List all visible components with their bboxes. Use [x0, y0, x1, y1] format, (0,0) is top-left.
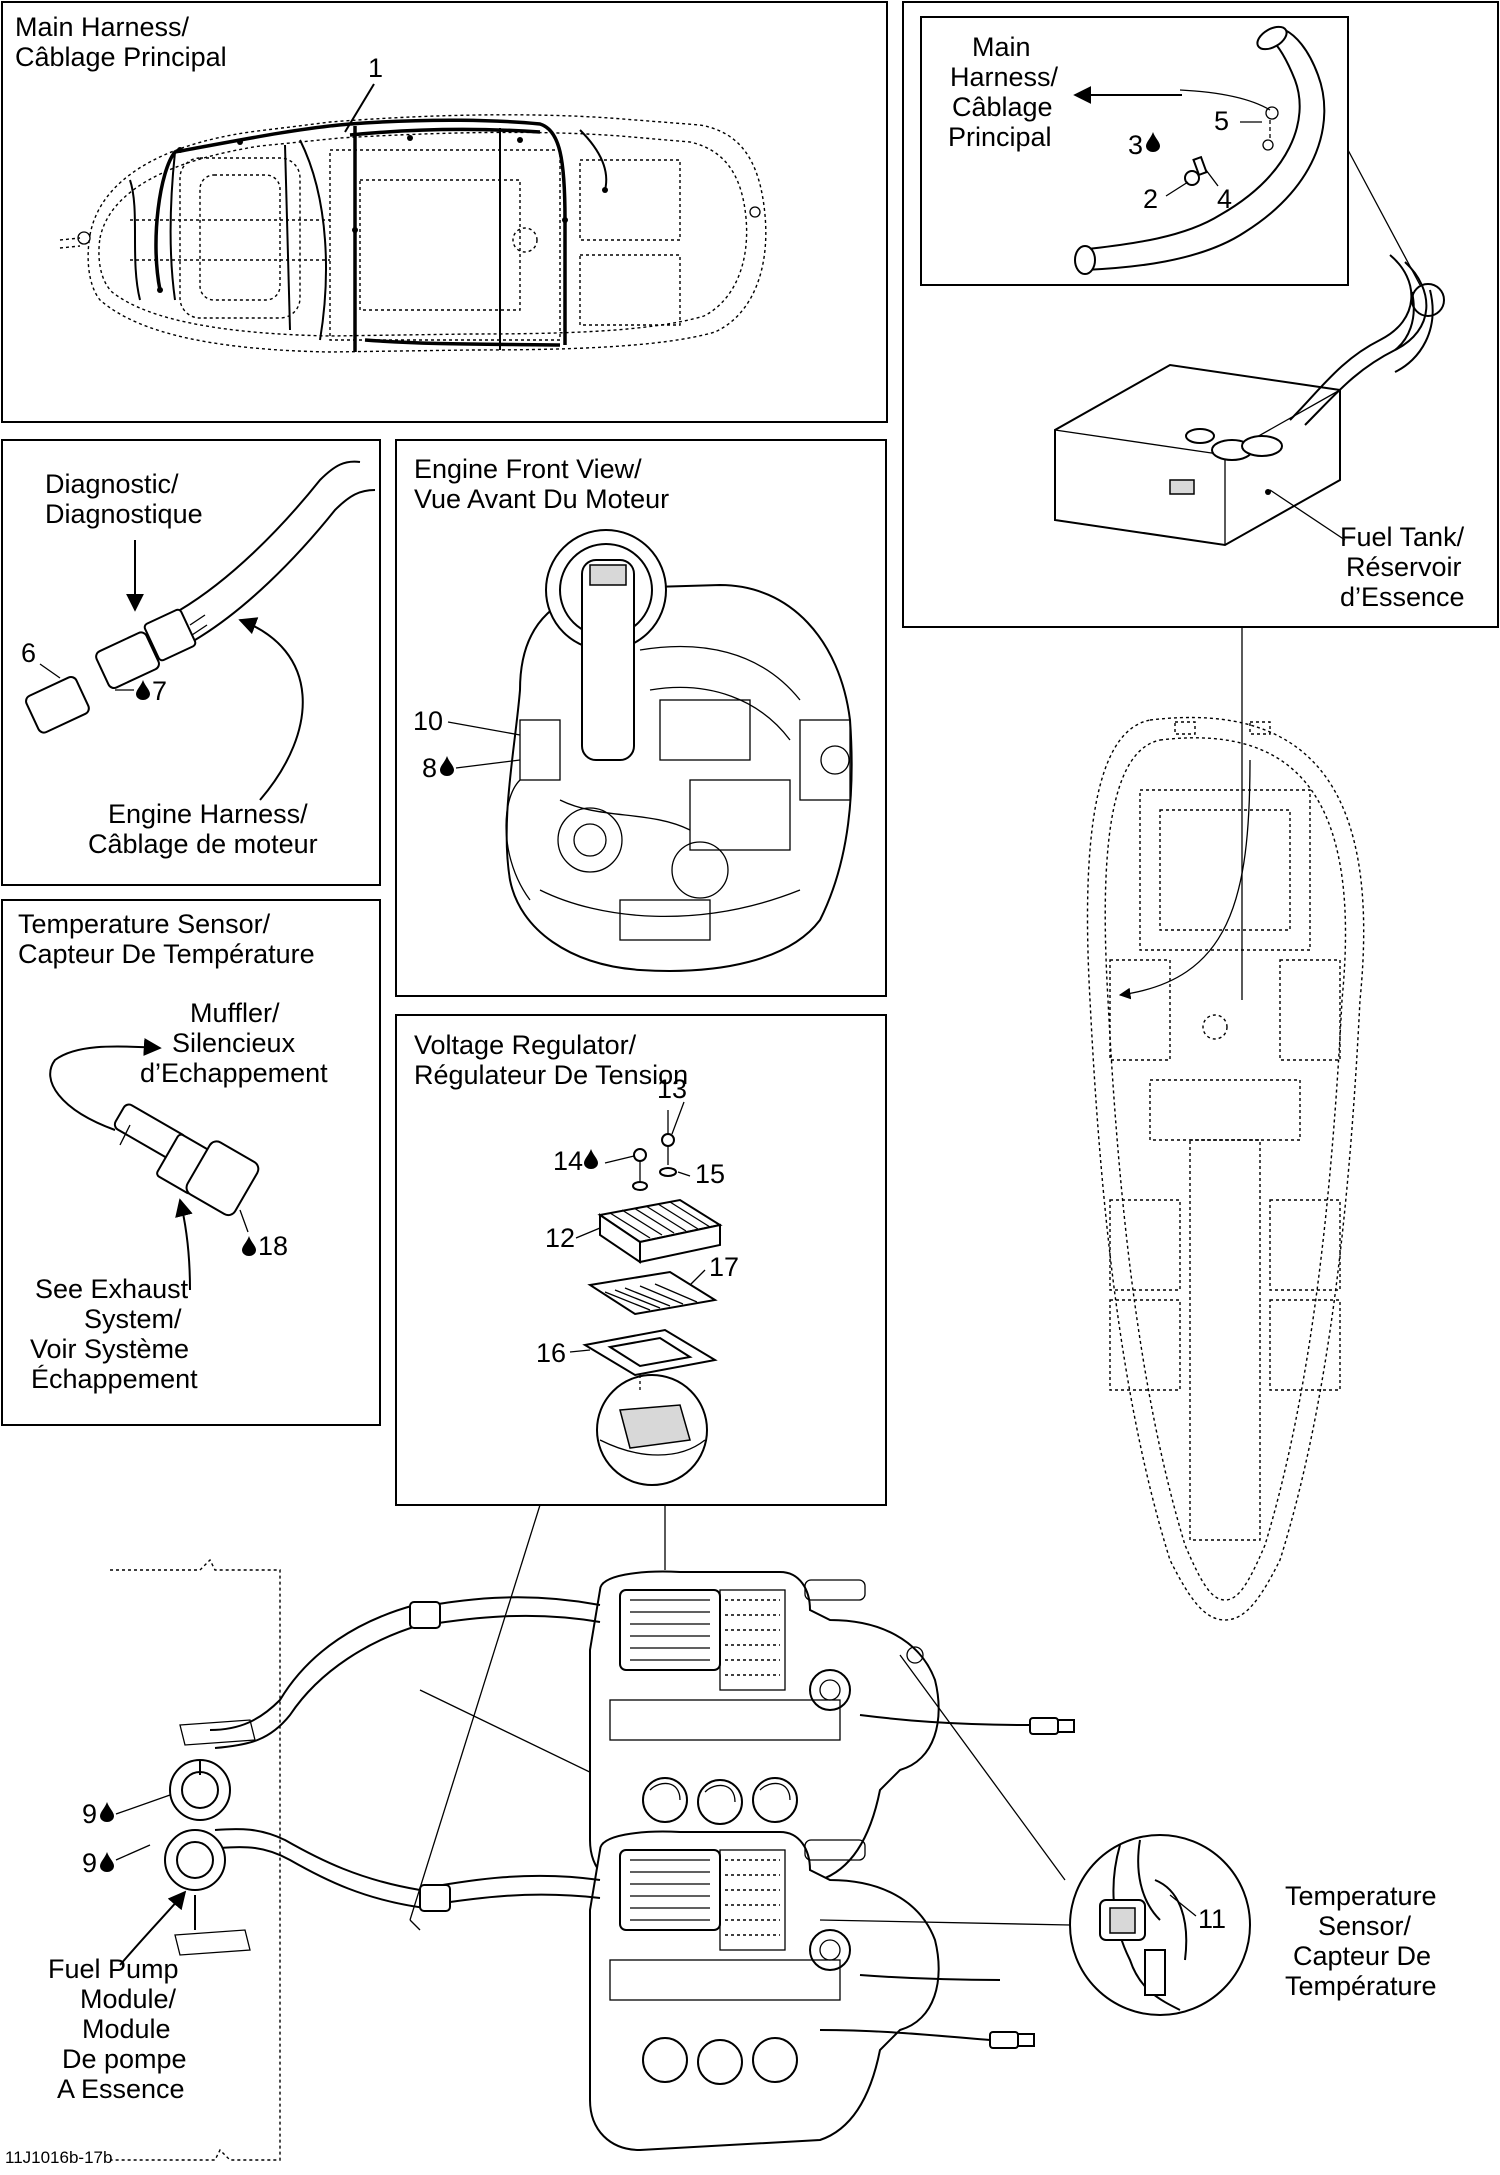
callout-1: 1 — [368, 53, 383, 83]
boat-top-view — [1086, 628, 1365, 1621]
muffler-label-2: Silencieux — [172, 1028, 296, 1058]
temperature-sensor-panel: Temperature Sensor/ Capteur De Températu… — [1, 899, 381, 1426]
fuel-pump-label-1: Fuel Pump — [48, 1954, 179, 1984]
voltage-regulator-panel: Voltage Regulator/ Régulateur De Tension… — [395, 1014, 887, 1506]
engine-upper — [589, 1570, 1075, 1917]
bottom-temp-sensor-label-3: Capteur De — [1293, 1941, 1431, 1971]
callout-9-upper: 9 — [82, 1799, 97, 1829]
callout-10: 10 — [413, 706, 443, 736]
voltage-regulator-title-2: Régulateur De Tension — [414, 1060, 688, 1090]
oil-drop-icon — [100, 1802, 114, 1822]
fuel-tank-label-2: Réservoir — [1346, 552, 1462, 582]
callout-7: 7 — [152, 676, 167, 706]
callout-11: 11 — [1198, 1904, 1226, 1934]
bottom-assembly: 9 9 Fuel Pump Module/ Module De pompe A … — [48, 1504, 1437, 2161]
voltage-regulator-exploded — [569, 1101, 723, 1486]
fuel-tank-harness-label-2: Harness/ — [950, 62, 1059, 92]
see-exhaust-label-3: Voir Système — [30, 1334, 189, 1364]
callout-13: 13 — [657, 1074, 687, 1104]
engine-front-illustration — [505, 529, 853, 972]
engine-front-title-2: Vue Avant Du Moteur — [414, 484, 669, 514]
main-harness-wires — [129, 118, 608, 352]
callout-8: 8 — [422, 753, 437, 783]
diagnostic-title-2: Diagnostique — [45, 499, 203, 529]
callout-6: 6 — [21, 638, 36, 668]
callout-17: 17 — [709, 1252, 739, 1282]
fuel-pump-module — [164, 1719, 256, 1956]
main-harness-frame — [1, 1, 888, 423]
callout-3: 3 — [1128, 130, 1143, 160]
fuel-tank-label-1: Fuel Tank/ — [1340, 522, 1465, 552]
voltage-regulator-title-1: Voltage Regulator/ — [414, 1030, 637, 1060]
temperature-sensor-part — [113, 1103, 260, 1217]
engine-harness-label-1: Engine Harness/ — [108, 799, 308, 829]
callout-16: 16 — [536, 1338, 566, 1368]
fuel-pump-label-4: De pompe — [62, 2044, 187, 2074]
filler-neck-hose — [1074, 25, 1326, 275]
callout-15: 15 — [695, 1159, 725, 1189]
fuel-tank-harness-label-1: Main — [972, 32, 1031, 62]
callout-2: 2 — [1143, 184, 1158, 214]
bottom-temp-sensor-label-1: Temperature — [1285, 1881, 1437, 1911]
boat-harness-arrow — [1118, 759, 1251, 1000]
callout-4: 4 — [1217, 184, 1232, 214]
fuel-tank-panel: Main Harness/ Câblage Principal 5 3 2 4 — [902, 1, 1499, 628]
diagnostic-connector — [25, 460, 376, 734]
fuel-tank-inset-frame — [920, 16, 1349, 286]
fuel-tank-harness-label-3: Câblage — [952, 92, 1053, 122]
see-exhaust-label-1: See Exhaust — [35, 1274, 189, 1304]
bottom-temp-sensor-label-4: Température — [1285, 1971, 1437, 2001]
hull-top-view — [59, 114, 767, 353]
drawing-code: 11J1016b-17b — [5, 2148, 112, 2167]
engine-lower — [589, 1830, 1035, 2152]
engine-harness-label-2: Câblage de moteur — [88, 829, 318, 859]
muffler-label-1: Muffler/ — [190, 998, 280, 1028]
engine-front-panel: Engine Front View/ Vue Avant Du Moteur 1… — [395, 439, 887, 997]
fuel-pump-label-3: Module — [82, 2014, 171, 2044]
fuel-tank-label-3: d’Essence — [1340, 582, 1465, 612]
diagnostic-panel: Diagnostic/ Diagnostique 6 7 Engine Harn… — [1, 439, 381, 886]
main-harness-title-1: Main Harness/ — [15, 12, 190, 42]
bottom-temp-sensor-label-2: Sensor/ — [1318, 1911, 1412, 1941]
engine-harness-arrow — [238, 617, 304, 801]
callout-12: 12 — [545, 1223, 575, 1253]
fuel-pump-arrow — [119, 1890, 187, 1966]
diagnostic-frame — [1, 439, 381, 886]
fuel-pump-label-5: A Essence — [57, 2074, 185, 2104]
callout-5: 5 — [1214, 106, 1229, 136]
fuel-pump-label-2: Module/ — [80, 1984, 177, 2014]
engine-front-title-1: Engine Front View/ — [414, 454, 642, 484]
fuel-tank-harness-label-4: Principal — [948, 122, 1052, 152]
see-exhaust-label-2: System/ — [84, 1304, 182, 1334]
callout-14: 14 — [553, 1146, 583, 1176]
temperature-sensor-detail — [819, 1654, 1251, 2016]
callout-9-lower: 9 — [82, 1848, 97, 1878]
oil-drop-icon — [100, 1852, 114, 1872]
callout-18: 18 — [258, 1231, 288, 1261]
see-exhaust-arrow — [175, 1198, 193, 1291]
diagnostic-title-1: Diagnostic/ — [45, 469, 179, 499]
muffler-label-3: d’Echappement — [140, 1058, 328, 1088]
temperature-sensor-title-1: Temperature Sensor/ — [18, 909, 271, 939]
fuel-tank — [1054, 363, 1341, 547]
main-harness-panel: Main Harness/ Câblage Principal 1 — [1, 1, 888, 423]
main-harness-title-2: Câblage Principal — [15, 42, 227, 72]
see-exhaust-label-4: Échappement — [31, 1364, 198, 1394]
muffler-arrow — [49, 1038, 162, 1131]
temperature-sensor-title-2: Capteur De Température — [18, 939, 315, 969]
